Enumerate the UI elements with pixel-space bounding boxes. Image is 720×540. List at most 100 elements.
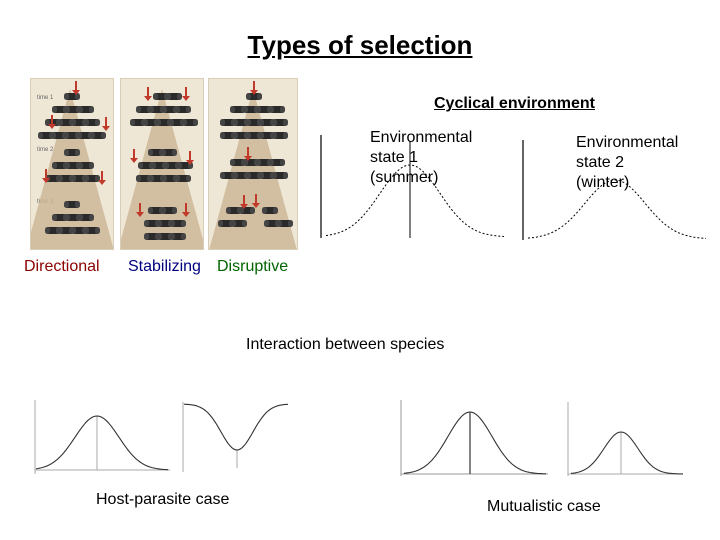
butterfly-icon — [162, 175, 178, 182]
butterfly-icon — [243, 106, 259, 113]
butterfly-icon — [149, 175, 165, 182]
butterfly-icon — [233, 119, 249, 126]
selection-arrow-icon — [240, 195, 248, 209]
butterfly-icon — [164, 162, 180, 169]
butterfly-icon — [52, 162, 68, 169]
butterfly-icon — [256, 159, 272, 166]
parasite-curve — [182, 402, 289, 472]
butterfly-icon — [157, 220, 173, 227]
butterfly-icon — [272, 119, 288, 126]
butterfly-icon — [130, 119, 146, 126]
host-parasite-label: Host-parasite case — [96, 491, 230, 508]
mutualist-curve-2 — [567, 402, 683, 476]
butterfly-icon — [65, 214, 81, 221]
butterfly-icon — [259, 172, 275, 179]
butterfly-icon — [52, 106, 68, 113]
butterfly-icon — [156, 119, 172, 126]
butterfly-icon — [143, 119, 159, 126]
butterfly-icon — [166, 93, 182, 100]
butterfly-icon — [157, 233, 173, 240]
butterfly-icon — [71, 227, 87, 234]
butterfly-icon — [84, 227, 100, 234]
page-title: Types of selection — [247, 30, 473, 60]
butterfly-icon — [58, 119, 74, 126]
butterfly-icon — [90, 132, 106, 139]
butterfly-icon — [230, 106, 246, 113]
butterfly-icon — [169, 119, 185, 126]
butterfly-icon — [246, 132, 262, 139]
butterfly-icon — [162, 106, 178, 113]
environmental-state-2-label: Environmental state 2 (winter) — [576, 134, 679, 191]
butterfly-icon — [269, 106, 285, 113]
stabilizing-selection-panel — [120, 78, 204, 250]
directional-label: Directional — [24, 258, 100, 275]
butterfly-icon — [220, 132, 236, 139]
butterfly-icon — [246, 93, 262, 100]
mutualist-curve-1 — [400, 400, 548, 476]
cyclical-environment-heading: Cyclical environment — [434, 95, 595, 112]
butterfly-icon — [84, 175, 100, 182]
butterfly-icon — [175, 175, 191, 182]
butterfly-icon — [175, 106, 191, 113]
butterfly-icon — [78, 162, 94, 169]
butterfly-icon — [218, 220, 234, 227]
butterfly-icon — [272, 132, 288, 139]
butterfly-icon — [277, 220, 293, 227]
butterfly-icon — [233, 132, 249, 139]
butterfly-icon — [136, 175, 152, 182]
butterfly-icon — [58, 227, 74, 234]
butterfly-icon — [52, 214, 68, 221]
selection-arrow-icon — [72, 81, 80, 95]
butterfly-icon — [71, 119, 87, 126]
summer-curve — [320, 135, 505, 238]
selection-arrow-icon — [136, 203, 144, 217]
butterfly-icon — [65, 162, 81, 169]
directional-selection-panel: time 1 time 2 time 3 — [30, 78, 114, 250]
butterfly-icon — [272, 172, 288, 179]
butterfly-icon — [64, 132, 80, 139]
disruptive-selection-panel — [208, 78, 298, 250]
butterfly-icon — [262, 207, 278, 214]
butterfly-icon — [170, 220, 186, 227]
stabilizing-label: Stabilizing — [128, 258, 201, 275]
butterfly-icon — [151, 162, 167, 169]
butterfly-icon — [182, 119, 198, 126]
selection-arrow-icon — [130, 149, 138, 163]
selection-arrow-icon — [42, 169, 50, 183]
disruptive-label: Disruptive — [217, 258, 289, 275]
interaction-heading: Interaction between species — [246, 336, 445, 353]
butterfly-icon — [239, 207, 255, 214]
butterfly-icon — [149, 106, 165, 113]
butterfly-icon — [78, 106, 94, 113]
selection-arrow-icon — [182, 87, 190, 101]
butterfly-icon — [220, 119, 236, 126]
butterfly-icon — [148, 207, 164, 214]
butterfly-icon — [84, 119, 100, 126]
butterfly-icon — [144, 220, 160, 227]
butterfly-icon — [230, 159, 246, 166]
butterfly-icon — [161, 207, 177, 214]
selection-arrow-icon — [250, 81, 258, 95]
butterfly-icon — [231, 220, 247, 227]
environmental-state-1-label: Environmental state 1 (summer) — [370, 129, 473, 186]
butterfly-icon — [71, 175, 87, 182]
butterfly-icon — [77, 132, 93, 139]
butterfly-icon — [65, 106, 81, 113]
butterfly-icon — [136, 106, 152, 113]
mutualistic-label: Mutualistic case — [487, 498, 601, 515]
host-curve — [34, 400, 170, 474]
selection-arrow-icon — [98, 171, 106, 185]
butterfly-icon — [161, 149, 177, 156]
butterfly-icon — [153, 93, 169, 100]
butterfly-icon — [45, 227, 61, 234]
butterfly-icon — [220, 172, 236, 179]
selection-arrow-icon — [102, 117, 110, 131]
butterfly-icon — [138, 162, 154, 169]
population-triangle — [31, 89, 113, 249]
butterfly-icon — [226, 207, 242, 214]
butterfly-icon — [246, 172, 262, 179]
butterfly-icon — [51, 132, 67, 139]
butterfly-icon — [144, 233, 160, 240]
selection-arrow-icon — [182, 203, 190, 217]
selection-arrow-icon — [186, 151, 194, 165]
